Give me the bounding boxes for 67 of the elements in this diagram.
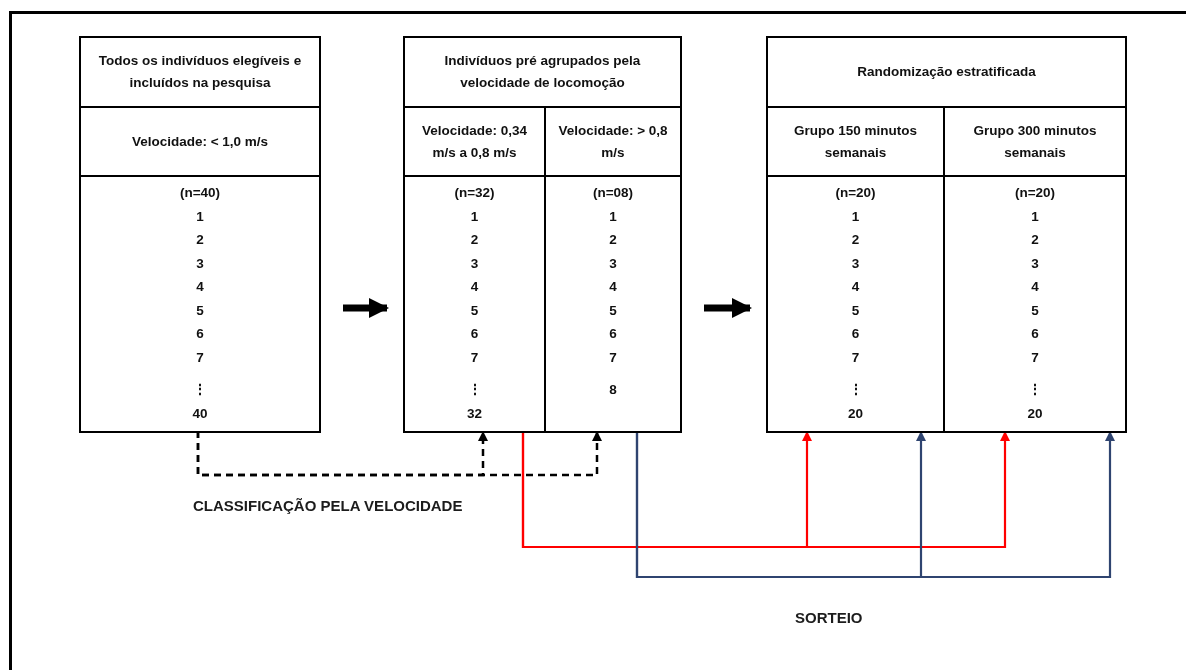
header-text: Indivíduos pré agrupados pela velocidade de locomoção (443, 52, 642, 92)
count-label: (n=08) (592, 184, 634, 202)
list-number: 2 (609, 231, 617, 249)
list-number: 1 (851, 207, 860, 226)
list-number: 3 (470, 254, 479, 273)
count-label: (n=20) (1014, 184, 1056, 202)
arrow (196, 431, 602, 477)
table-box (766, 36, 1127, 433)
list-number: ⋮ (193, 381, 207, 399)
header-text: Velocidade: < 1,0 m/s (131, 132, 269, 151)
header-text: Velocidade: 0,34 m/s a 0,8 m/s (420, 121, 529, 162)
list-number: 3 (1031, 254, 1039, 273)
count-label: (n=40) (179, 184, 221, 202)
count-label: (n=32) (454, 184, 495, 202)
list-number: 4 (1031, 278, 1039, 296)
list-number: 7 (609, 348, 617, 367)
annotation-label: CLASSIFICAÇÃO PELA VELOCIDADE (193, 497, 463, 514)
list-number: ⋮ (467, 381, 482, 399)
list-number: 5 (609, 301, 617, 320)
annotation-label: SORTEIO (795, 609, 863, 626)
arrow (521, 431, 1010, 549)
list-number: ⋮ (1028, 381, 1042, 399)
list-number: 3 (851, 254, 860, 273)
count-label: (n=20) (835, 184, 876, 202)
list-number: 5 (196, 301, 204, 320)
list-number: 32 (467, 404, 482, 423)
header-text: Grupo 300 minutos semanais (972, 121, 1098, 162)
header-cell (405, 108, 546, 177)
header-text: Velocidade: > 0,8 m/s (557, 121, 669, 162)
list-number: 1 (470, 207, 479, 226)
list-number: 5 (1031, 301, 1039, 320)
list-number: 2 (470, 231, 479, 249)
list-number: 6 (851, 325, 860, 343)
arrow (635, 431, 1115, 579)
list-number: 4 (609, 278, 617, 296)
list-number: 1 (1031, 207, 1039, 226)
list-number: 6 (609, 325, 617, 343)
list-number: 8 (609, 381, 617, 399)
list-number: 3 (609, 254, 617, 273)
list-number: 20 (1027, 404, 1043, 423)
list-number: 7 (196, 348, 204, 367)
list-number: 1 (196, 207, 204, 226)
list-number: 5 (851, 301, 860, 320)
list-number: 2 (1031, 231, 1039, 249)
list-number: 1 (609, 207, 617, 226)
list-number: 7 (470, 348, 479, 367)
list-number: 4 (470, 278, 479, 296)
list-number: 6 (1031, 325, 1039, 343)
header-text: Todos os indivíduos elegíveis e incluídos na pesquisa (97, 52, 303, 92)
header-text: Grupo 150 minutos semanais (793, 121, 918, 162)
list-number: 6 (470, 325, 479, 343)
table-box (79, 36, 321, 433)
header-cell (768, 108, 945, 177)
list-number: 40 (192, 404, 208, 423)
list-number: 4 (851, 278, 860, 296)
list-number: 3 (196, 254, 204, 273)
list-number: ⋮ (848, 381, 863, 399)
header-text: Randomização estratificada (857, 63, 1036, 81)
list-number: 2 (196, 231, 204, 249)
list-number: 7 (1031, 348, 1039, 367)
table-box (403, 36, 682, 433)
list-number: 4 (196, 278, 204, 296)
list-number: 7 (851, 348, 860, 367)
list-number: 2 (851, 231, 860, 249)
list-number: 6 (196, 325, 204, 343)
list-number: 5 (470, 301, 479, 320)
list-number: 20 (848, 404, 863, 423)
